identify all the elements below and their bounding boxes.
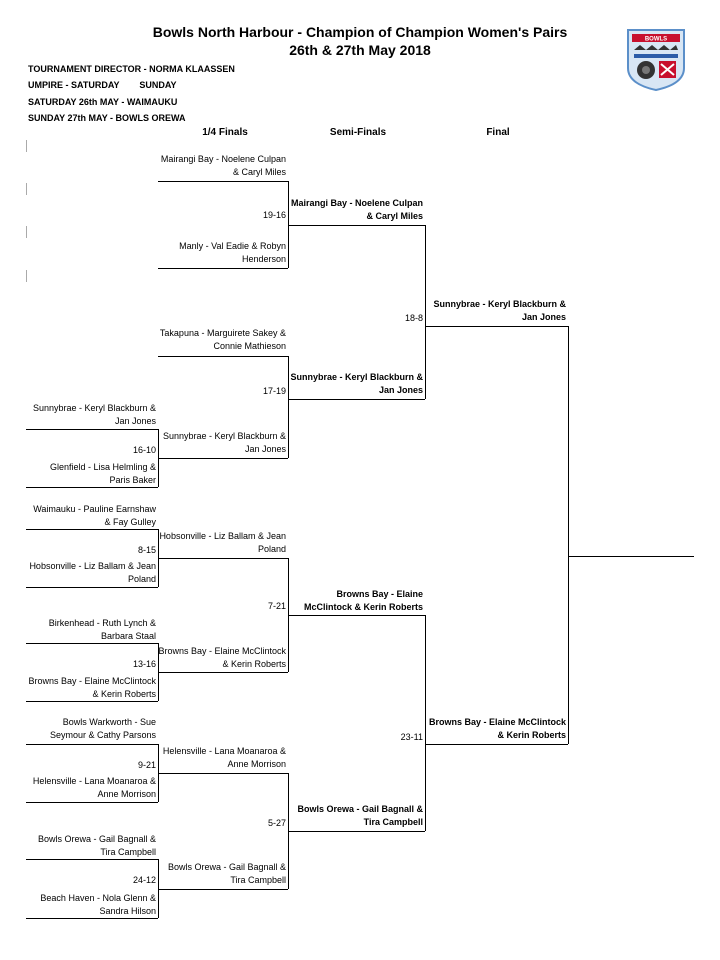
divider-tick (26, 140, 27, 152)
bracket-line (26, 587, 158, 588)
champion-line (568, 556, 694, 557)
quarter-score: 5-27 (267, 818, 286, 828)
bracket-line (425, 744, 568, 745)
tournament-director: TOURNAMENT DIRECTOR - NORMA KLAASSEN (28, 64, 235, 74)
semi-team: Browns Bay - Elaine McClintock & Kerin R… (303, 589, 423, 612)
round1-score: 13-16 (132, 659, 156, 669)
final-heading: Final (486, 127, 510, 138)
bracket-line (26, 859, 158, 860)
bracket-line (288, 615, 425, 616)
round1-team: Helensville - Lana Moanaroa & Anne Morri… (32, 776, 156, 799)
bracket-line (288, 399, 425, 400)
divider-tick (26, 183, 27, 195)
bracket-line (425, 615, 426, 831)
bracket-line (288, 181, 289, 268)
bracket-line (26, 802, 158, 803)
round1-score: 24-12 (132, 875, 156, 885)
quarter-team: Helensville - Lana Moanaroa & Anne Morri… (162, 746, 286, 769)
page-title: Bowls North Harbour - Champion of Champi… (152, 24, 568, 40)
bracket-line (425, 225, 426, 399)
bracket-line (158, 859, 159, 918)
bracket-line (568, 326, 569, 744)
bracket-line (158, 458, 288, 459)
round1-team: Hobsonville - Liz Ballam & Jean Poland (29, 561, 156, 584)
bracket-line (158, 773, 288, 774)
semi-team: Bowls Orewa - Gail Bagnall & Tira Campbe… (297, 804, 423, 827)
final-team: Sunnybrae - Keryl Blackburn & Jan Jones (433, 299, 566, 322)
bracket-line (288, 831, 425, 832)
bracket-line (26, 918, 158, 919)
bracket-line (158, 356, 288, 357)
round1-team: Waimauku - Pauline Earnshaw & Fay Gulley (33, 504, 156, 527)
round1-team: Browns Bay - Elaine McClintock & Kerin R… (28, 676, 156, 699)
round1-team: Birkenhead - Ruth Lynch & Barbara Staal (48, 618, 156, 641)
round1-score: 9-21 (137, 760, 156, 770)
quarter-team: Bowls Orewa - Gail Bagnall & Tira Campbe… (167, 862, 286, 885)
semi-score: 23-11 (400, 732, 423, 742)
page-subtitle: 26th & 27th May 2018 (289, 42, 431, 58)
quarter-team: Sunnybrae - Keryl Blackburn & Jan Jones (162, 431, 286, 454)
quarter-team: Manly - Val Eadie & Robyn Henderson (179, 241, 286, 264)
round1-score: 8-15 (137, 545, 156, 555)
final-team: Browns Bay - Elaine McClintock & Kerin R… (428, 717, 566, 740)
bracket-line (158, 268, 288, 269)
bracket-line (288, 356, 289, 458)
bracket-line (158, 672, 288, 673)
quarter-score: 17-19 (262, 386, 286, 396)
bracket-line (288, 225, 425, 226)
quarter-team: Browns Bay - Elaine McClintock & Kerin R… (158, 646, 286, 669)
bracket-line (26, 429, 158, 430)
bracket-line (26, 701, 158, 702)
bracket-line (26, 643, 158, 644)
divider-tick (26, 226, 27, 238)
divider-tick (26, 270, 27, 282)
quarter-team: Takapuna - Marguirete Sakey & Connie Mat… (159, 328, 286, 351)
bracket-line (26, 744, 158, 745)
round1-team: Bowls Warkworth - Sue Seymour & Cathy Pa… (49, 717, 156, 740)
umpire-line: UMPIRE - SATURDAY SUNDAY (28, 80, 177, 90)
quarter-team: Mairangi Bay - Noelene Culpan & Caryl Mi… (160, 154, 286, 177)
round1-team: Beach Haven - Nola Glenn & Sandra Hilson (40, 893, 156, 916)
bracket-line (26, 487, 158, 488)
bracket-line (26, 529, 158, 530)
bracket-line (158, 558, 288, 559)
sunday-venue: SUNDAY 27th MAY - BOWLS OREWA (28, 113, 186, 123)
semi-finals-heading: Semi-Finals (329, 127, 387, 138)
bracket-line (158, 181, 288, 182)
semi-team: Mairangi Bay - Noelene Culpan & Caryl Mi… (290, 198, 423, 221)
round1-team: Glenfield - Lisa Helmling & Paris Baker (49, 462, 156, 485)
quarter-score: 7-21 (267, 601, 286, 611)
quarter-finals-heading: 1/4 Finals (202, 127, 248, 138)
bracket-line (158, 889, 288, 890)
quarter-team: Hobsonville - Liz Ballam & Jean Poland (159, 531, 286, 554)
semi-team: Sunnybrae - Keryl Blackburn & Jan Jones (290, 372, 423, 395)
quarter-score: 19-16 (262, 210, 286, 220)
round1-score: 16-10 (132, 445, 156, 455)
round1-team: Sunnybrae - Keryl Blackburn & Jan Jones (32, 403, 156, 426)
semi-score: 18-8 (404, 313, 423, 323)
saturday-venue: SATURDAY 26th MAY - WAIMAUKU (28, 97, 178, 107)
bowls-north-harbour-logo: BOWLS (627, 29, 685, 92)
bracket-line (425, 326, 568, 327)
round1-team: Bowls Orewa - Gail Bagnall & Tira Campbe… (37, 834, 156, 857)
svg-text:BOWLS: BOWLS (645, 37, 667, 43)
